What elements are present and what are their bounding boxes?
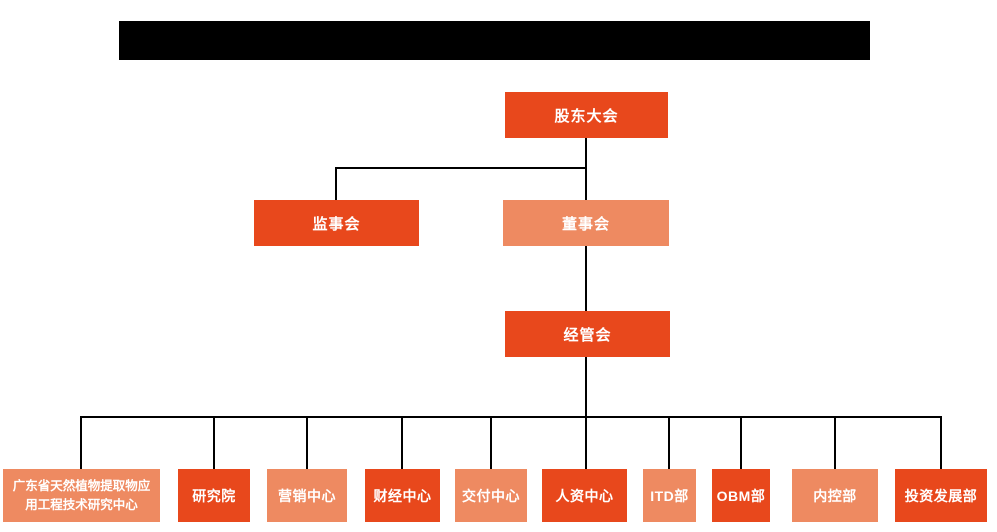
redacted-title-bar [119,21,870,60]
node-research-center: 广东省天然植物提取物应 用工程技术研究中心 [3,469,160,522]
node-label: 研究院 [192,487,236,504]
node-board-of-directors: 董事会 [503,200,669,246]
node-research-institute: 研究院 [178,469,250,522]
node-label: 投资发展部 [904,487,978,504]
node-label: 人资中心 [555,487,614,504]
connector-drop-internal-control [834,416,836,469]
connector-drop-obm [740,416,742,469]
node-label: 财经中心 [373,487,432,504]
node-label: 股东大会 [554,107,619,125]
node-supervisory-board: 监事会 [254,200,419,246]
node-label: ITD部 [650,487,689,504]
node-label: OBM部 [716,487,766,504]
connector-drop-research-institute [213,416,215,469]
node-hr-center: 人资中心 [542,469,627,522]
node-delivery-center: 交付中心 [455,469,527,522]
node-internal-control-department: 内控部 [792,469,878,522]
connector-drop-hr [585,416,587,469]
node-obm-department: OBM部 [712,469,770,522]
connector-drop-finance [401,416,403,469]
connector-drop-investment [940,416,942,469]
node-investment-development-department: 投资发展部 [895,469,987,522]
connector-management-to-bus [585,357,587,417]
node-marketing-center: 营销中心 [267,469,347,522]
connector-drop-delivery [490,416,492,469]
node-label-line2: 用工程技术研究中心 [25,497,138,512]
connector-shareholders-to-split [585,138,587,200]
node-label: 交付中心 [462,487,520,504]
node-label-line1: 广东省天然植物提取物应 [12,478,151,493]
connector-drop-research-center [80,416,82,469]
node-label: 监事会 [312,215,361,233]
node-itd-department: ITD部 [643,469,696,522]
node-label: 经管会 [563,326,612,344]
connector-directors-to-management [585,246,587,311]
node-label: 董事会 [561,215,610,233]
node-finance-center: 财经中心 [365,469,440,522]
connector-drop-marketing [306,416,308,469]
connector-bus-horizontal [81,416,942,418]
connector-drop-itd [668,416,670,469]
node-management-committee: 经管会 [505,311,670,357]
node-shareholders-meeting: 股东大会 [505,92,668,138]
node-label: 内控部 [813,487,857,504]
connector-drop-supervisors [335,167,337,200]
connector-split-horizontal [335,167,587,169]
node-label: 营销中心 [278,487,336,504]
